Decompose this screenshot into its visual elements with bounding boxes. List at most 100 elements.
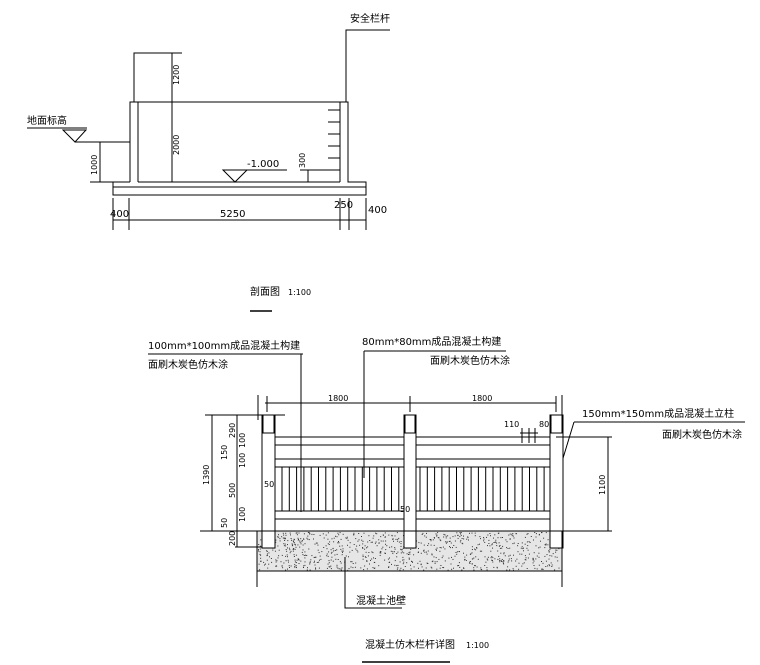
water-level-value: -1.000 — [247, 159, 279, 170]
hatch-dot — [493, 537, 494, 539]
hatch-dot — [496, 566, 498, 568]
hatch-dot — [524, 559, 526, 561]
hatch-dot — [372, 552, 374, 554]
hatch-dot — [522, 547, 524, 549]
hatch-dot — [259, 551, 261, 553]
hatch-dot — [539, 546, 541, 548]
hatch-dot — [410, 568, 412, 570]
hatch-dot — [378, 542, 380, 544]
hatch-dot — [503, 563, 505, 565]
hatch-dot — [545, 560, 547, 562]
hatch-dot — [291, 539, 292, 541]
hatch-dot — [295, 566, 297, 568]
hatch-dot — [542, 568, 544, 570]
hatch-dot — [301, 551, 303, 553]
hatch-dot — [328, 551, 330, 553]
hatch-dot — [328, 562, 330, 564]
hatch-dot — [394, 535, 396, 537]
ladder-rungs — [328, 109, 340, 159]
hatch-dot — [396, 553, 398, 554]
hatch-dot — [266, 550, 268, 552]
hatch-dot — [455, 546, 457, 548]
hatch-dot — [509, 569, 511, 571]
hatch-dot — [447, 535, 449, 537]
hatch-dot — [308, 532, 310, 534]
hatch-dot — [448, 557, 450, 559]
hatch-dot — [532, 558, 534, 560]
hatch-dot — [452, 536, 454, 538]
hatch-dot — [329, 541, 331, 543]
hatch-dot — [402, 547, 404, 549]
hatch-dot — [458, 565, 460, 566]
hatch-dot — [363, 532, 365, 534]
hatch-dot — [468, 539, 469, 541]
hatch-dot — [289, 549, 291, 551]
dim-5250: 5250 — [220, 209, 245, 220]
hatch-dot — [403, 559, 405, 561]
hatch-dot — [520, 547, 522, 549]
hatch-dot — [400, 549, 402, 551]
hatch-dot — [483, 537, 485, 538]
hatch-dot — [266, 550, 268, 552]
hatch-dot — [304, 557, 306, 559]
hatch-dot — [501, 559, 503, 560]
hatch-dot — [455, 552, 457, 553]
hatch-dot — [284, 540, 286, 541]
hatch-dot — [283, 543, 285, 545]
hatch-dot — [338, 534, 340, 536]
hatch-dot — [554, 556, 556, 558]
hatch-dot — [491, 544, 493, 546]
hatch-dot — [424, 535, 426, 537]
hatch-dot — [426, 562, 428, 564]
hatch-dot — [357, 540, 359, 542]
hatch-dot — [303, 567, 304, 568]
hatch-dot — [314, 556, 316, 558]
hatch-dot — [425, 551, 427, 553]
hatch-dot — [366, 560, 368, 562]
hatch-dot — [418, 548, 419, 549]
hatch-dot — [512, 568, 514, 570]
hatch-dot — [279, 538, 281, 540]
hatch-dot — [310, 559, 312, 561]
hatch-dot — [517, 545, 519, 547]
hatch-dot — [366, 561, 368, 562]
hatch-dot — [364, 548, 366, 550]
hatch-dot — [507, 548, 509, 549]
dim-80: 80 — [539, 420, 549, 429]
hatch-dot — [544, 544, 546, 546]
hatch-dot — [297, 539, 299, 541]
hatch-dot — [293, 542, 295, 544]
hatch-dot — [258, 549, 259, 551]
hatch-dot — [492, 557, 494, 559]
hatch-dot — [434, 562, 436, 564]
hatch-dot — [349, 551, 351, 553]
hatch-dot — [538, 552, 540, 554]
hatch-dot — [300, 538, 302, 540]
hatch-dot — [479, 550, 481, 552]
hatch-dot — [454, 540, 456, 542]
hatch-dot — [320, 558, 322, 560]
middle-post-cap — [404, 414, 416, 434]
hatch-dot — [495, 541, 497, 543]
hatch-dot — [420, 564, 422, 566]
hatch-dot — [509, 538, 511, 540]
hatch-dot — [432, 560, 434, 562]
hatch-dot — [538, 556, 540, 558]
hatch-dot — [456, 532, 458, 534]
hatch-dot — [333, 550, 335, 552]
hatch-dot — [488, 543, 490, 544]
hatch-dot — [282, 567, 284, 569]
hatch-dot — [506, 569, 508, 571]
hatch-dot — [385, 540, 387, 542]
hatch-dot — [356, 549, 358, 551]
hatch-dot — [460, 532, 462, 534]
hatch-dot — [285, 560, 287, 562]
hatch-dot — [275, 541, 277, 543]
hatch-dot — [499, 545, 501, 546]
hatch-dot — [280, 561, 282, 563]
right-post — [549, 414, 564, 549]
hatch-dot — [443, 533, 445, 535]
hatch-dot — [545, 543, 547, 545]
hatch-dot — [471, 532, 473, 534]
hatch-dot — [456, 551, 458, 553]
